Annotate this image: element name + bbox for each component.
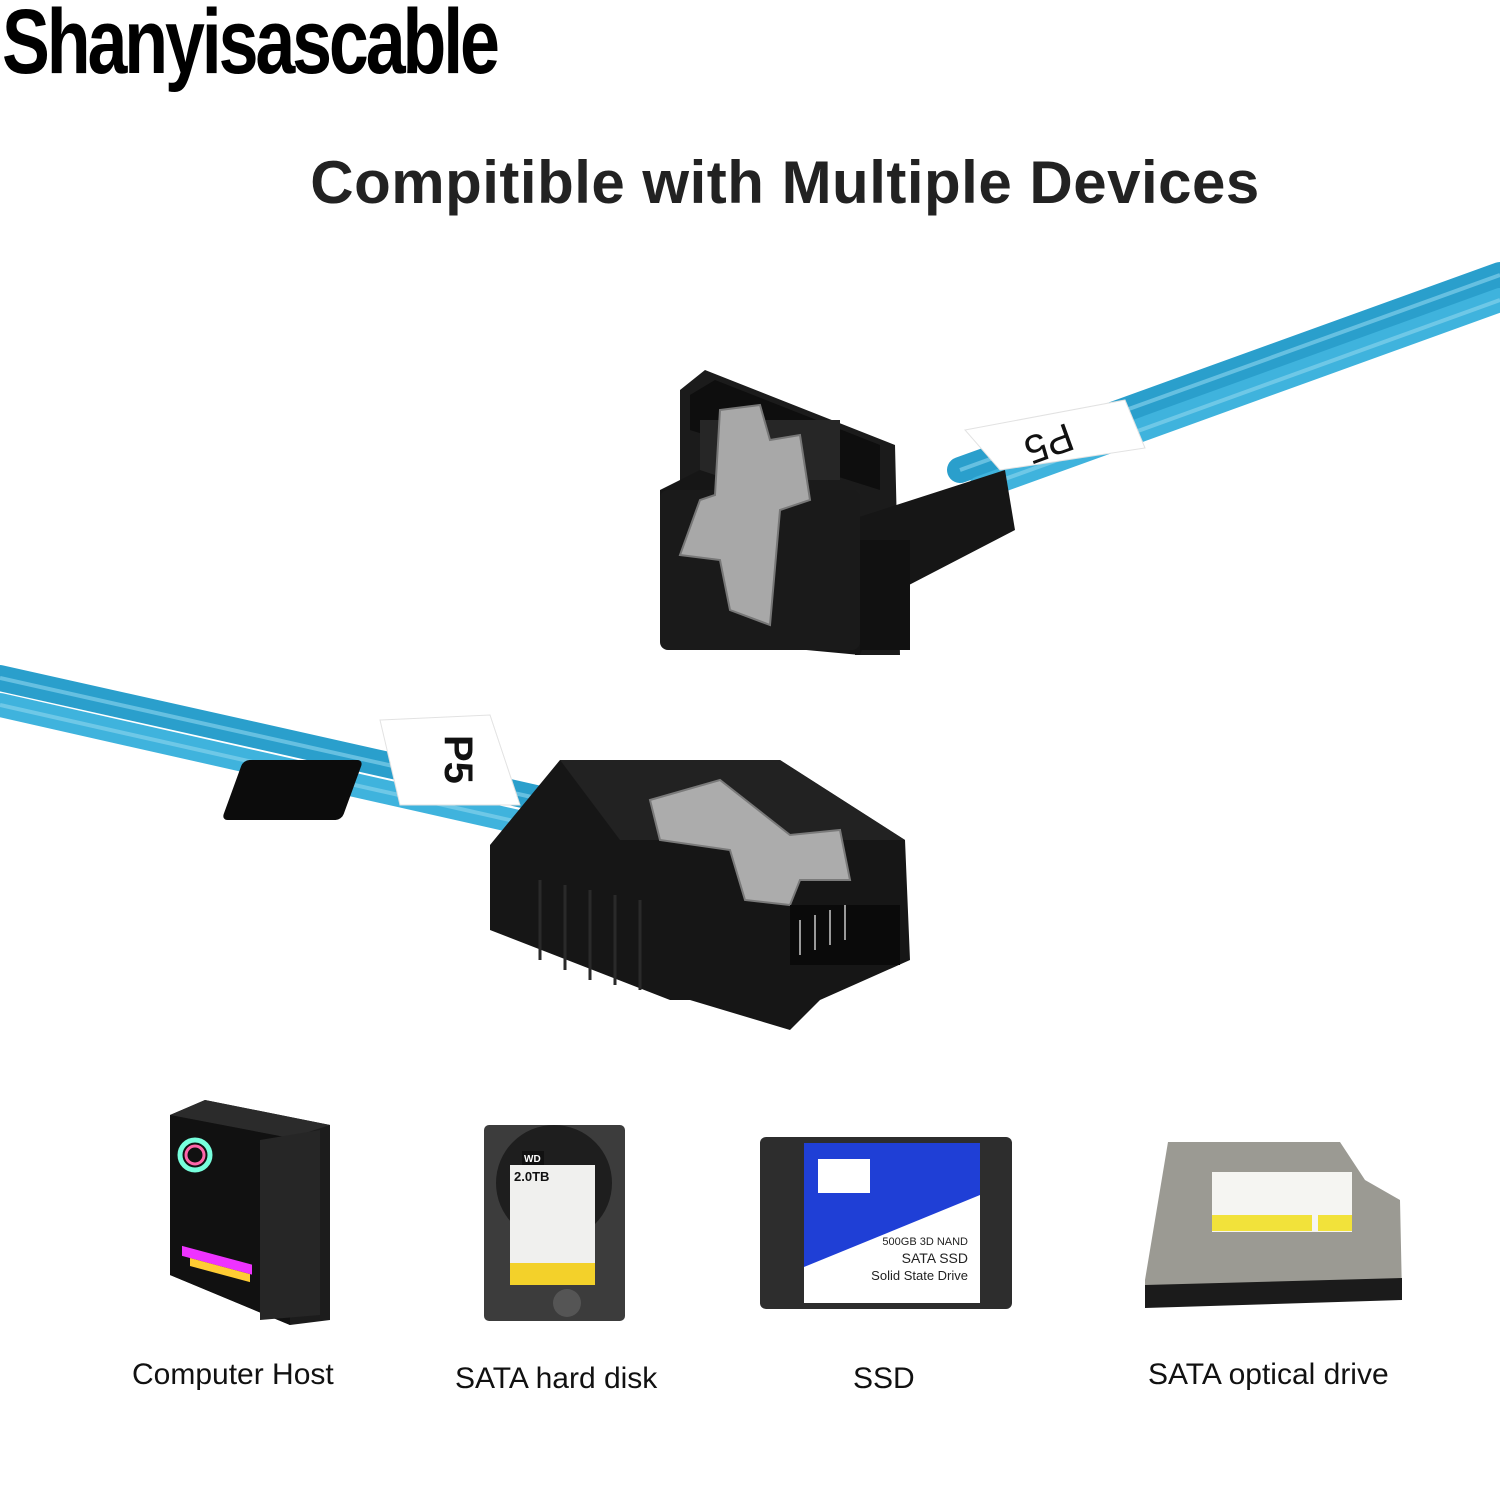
label-computer-host: Computer Host bbox=[132, 1358, 334, 1391]
cable-tag-bottom: P5 bbox=[379, 714, 521, 806]
device-sata-optical-drive bbox=[1140, 1140, 1410, 1320]
label-sata-optical-drive: SATA optical drive bbox=[1148, 1358, 1389, 1391]
cable-bottom: P5 bbox=[0, 665, 558, 840]
cable-tag-top: P5 bbox=[964, 399, 1146, 472]
svg-text:WD: WD bbox=[524, 1154, 541, 1165]
svg-text:Solid State Drive: Solid State Drive bbox=[871, 1268, 968, 1283]
right-angle-connector bbox=[660, 370, 1015, 655]
cable-tag-bottom-text: P5 bbox=[436, 735, 480, 784]
label-sata-hard-disk: SATA hard disk bbox=[455, 1362, 658, 1395]
sata-cable-illustration: P5 P5 bbox=[0, 240, 1500, 1080]
device-computer-host bbox=[160, 1100, 335, 1325]
svg-text:500GB 3D NAND: 500GB 3D NAND bbox=[882, 1236, 968, 1248]
svg-text:2.0TB: 2.0TB bbox=[514, 1169, 549, 1184]
hard-disk-icon: WD 2.0TB bbox=[484, 1125, 625, 1321]
ssd-icon: 500GB 3D NAND SATA SSD Solid State Drive bbox=[760, 1137, 1012, 1309]
label-ssd: SSD bbox=[853, 1362, 915, 1395]
straight-connector bbox=[223, 760, 910, 1030]
pc-tower-icon bbox=[170, 1100, 330, 1325]
optical-drive-icon bbox=[1145, 1142, 1402, 1308]
compatible-devices-row: WD 2.0TB 500GB 3D NAND SATA SSD Solid St… bbox=[0, 1090, 1500, 1420]
svg-text:SATA SSD: SATA SSD bbox=[902, 1250, 968, 1266]
page-headline: Compitible with Multiple Devices bbox=[310, 149, 1260, 216]
cable-top: P5 bbox=[947, 262, 1500, 500]
device-ssd: 500GB 3D NAND SATA SSD Solid State Drive bbox=[760, 1137, 1012, 1312]
brand-logo-text: Shanyisascable bbox=[2, 0, 500, 93]
device-sata-hard-disk: WD 2.0TB bbox=[482, 1123, 627, 1323]
